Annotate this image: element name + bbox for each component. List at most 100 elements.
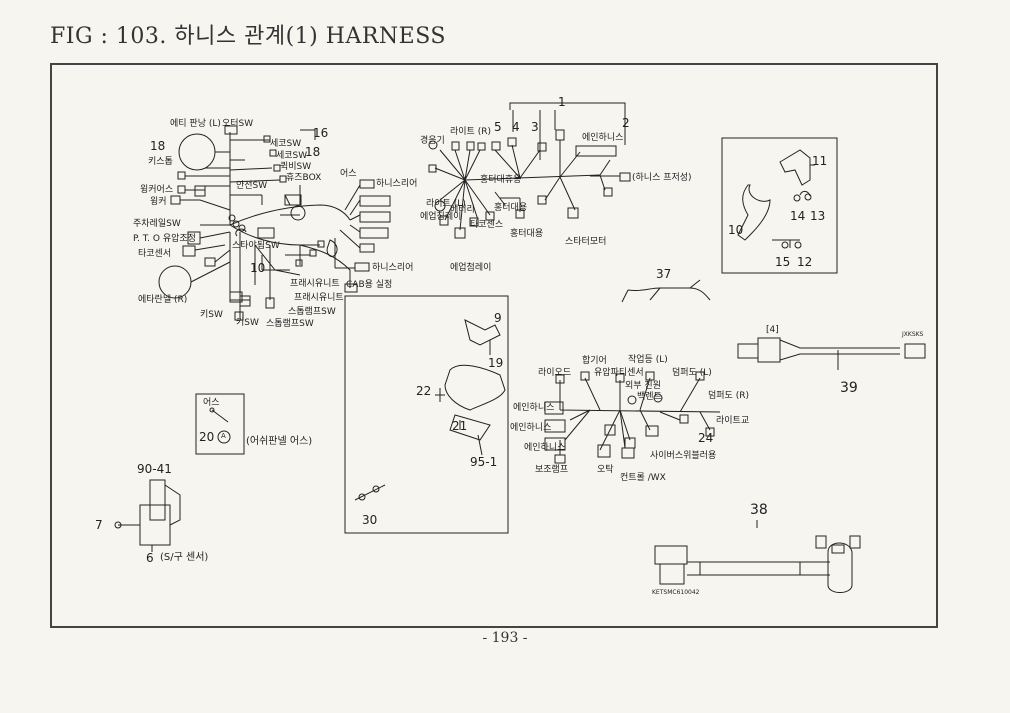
label-quick-sw: 퀵비SW: [280, 162, 312, 172]
label-starter-motor: 스타터모터: [565, 237, 607, 247]
label-harness-rear-2: 하니스리어: [372, 263, 414, 273]
callout-3: 3: [531, 120, 539, 134]
label-pto-hydraulic: P. T. O 유압조정: [133, 234, 196, 244]
callout-11: 11: [812, 154, 828, 168]
label-battery: 베터리: [450, 205, 475, 215]
callout-6: 6: [146, 551, 154, 565]
main-harness-wiring: [158, 125, 391, 321]
page-number: - 193 -: [482, 630, 528, 646]
ground-circle-letter: A: [221, 432, 226, 440]
callout-18b: 18: [305, 145, 321, 159]
callout-2: 2: [622, 116, 630, 130]
callout-10: 10: [250, 261, 266, 275]
callout-19: 19: [488, 356, 504, 370]
cable-39-tag-right: JXKSKS: [902, 331, 924, 338]
label-motor-use-3: 홍터대용: [510, 229, 544, 239]
label-harness-note: (하니스 프저성): [632, 173, 692, 183]
label-hydraulic-sensor: 유압파티센서: [594, 368, 644, 378]
ground-drawing: [209, 407, 231, 444]
callout-21: 21: [452, 419, 468, 433]
callout-10-bracket: 10: [728, 223, 744, 237]
label-meter-panel-left: 에티 판낭 (L): [170, 119, 221, 129]
callout-95-1: 95-1: [470, 455, 498, 469]
sensor-drawing: [114, 479, 181, 552]
page-title: FIG : 103. 하니스 관계(1) HARNESS: [50, 24, 446, 49]
diagram-frame: [50, 63, 938, 628]
callout-1: 1: [558, 95, 566, 109]
callout-18a: 18: [150, 139, 166, 153]
label-motor-use-2: 홍터대용: [494, 203, 528, 213]
label-sensor: (S/구 센서): [160, 552, 209, 563]
label-meter-panel-right: 에타란넬 (R): [138, 295, 188, 305]
label-safety-sw: 안전SW: [236, 181, 268, 191]
label-otak: 오탁: [597, 465, 614, 475]
label-flasher-unit-1: 프래시유니트: [290, 279, 340, 289]
callout-5: 5: [494, 120, 502, 134]
label-harness-rear-1: 하니스리어: [376, 179, 418, 189]
steering-inset-box: [344, 295, 509, 534]
label-key-sw-1: 키SW: [200, 310, 223, 320]
label-parking-sw: 주차레일SW: [133, 219, 181, 229]
callout-30: 30: [362, 513, 378, 527]
front-harness-wiring: [428, 102, 631, 239]
label-horn: 경음기: [420, 136, 445, 146]
label-aux-lamp: 보조램프: [535, 465, 569, 475]
label-light-right: 라이트 (R): [450, 127, 491, 137]
label-tacho-sense: 타코센스: [470, 220, 504, 230]
label-dash-panel-earth: (어쉬판넬 어스): [246, 436, 313, 447]
label-combiner: 합기어: [582, 356, 607, 366]
callout-15: 15: [775, 255, 791, 269]
bracket-inset-box: [721, 137, 838, 274]
label-main-harness-rear-2: 에인하니스: [510, 423, 552, 433]
label-main-harness: 에인하니스: [582, 133, 624, 143]
label-control-wx: 컨트롤 /WX: [620, 473, 666, 483]
callout-39: 39: [840, 380, 858, 396]
label-dumper-left: 덤퍼도 (L): [672, 368, 712, 378]
label-main-harness-rear-3: 에인하니스: [524, 443, 566, 453]
label-dumper-right: 덤퍼도 (R): [708, 391, 749, 401]
label-key-stop: 키스톱: [148, 157, 173, 167]
label-work-relay: 에업침레이: [420, 212, 462, 222]
cable-37: [621, 279, 711, 303]
label-diode: 라이오드: [538, 368, 572, 378]
label-seat-sw-1: 세코SW: [270, 139, 302, 149]
label-cab-setting: CAB용 실정: [346, 280, 393, 290]
label-starter-sw: 스타야됨SW: [232, 241, 280, 251]
label-work-lamp-left: 작업등 (L): [628, 355, 668, 365]
callout-24: 24: [698, 431, 714, 445]
callout-4: 4: [512, 120, 520, 134]
label-earth: 어스: [340, 169, 357, 179]
label-stop-lamp-sw-1: 스톱램프SW: [288, 307, 336, 317]
steering-drawing: [354, 319, 506, 501]
callout-12: 12: [797, 255, 813, 269]
label-switch-blower: 사이버스위블러용: [650, 451, 717, 461]
cable-39-tag-left: [4]: [766, 325, 779, 335]
rear-harness-wiring: [544, 371, 721, 464]
callout-22: 22: [416, 384, 432, 398]
label-ground-earth: 어스: [203, 398, 220, 408]
label-light-bridge: 라이트교: [716, 416, 750, 426]
label-external-power: 외부 진원: [625, 381, 661, 391]
label-tacho-sensor: 타코센서: [138, 249, 172, 259]
callout-16: 16: [313, 126, 329, 140]
cable-38-part-code: KETSMC610042: [652, 589, 700, 596]
callout-9: 9: [494, 311, 502, 325]
cable-38: [654, 520, 861, 593]
label-winker-earth: 윙커어스: [140, 185, 174, 195]
cable-39: [737, 337, 926, 370]
label-fuse-box: 휴즈BOX: [286, 173, 322, 183]
label-back-rent: 백렌트: [637, 392, 662, 402]
callout-90-41: 90-41: [137, 462, 172, 476]
label-flasher-unit-2: 프래시유니트: [294, 293, 344, 303]
label-work-relay-2: 에업첨레이: [450, 263, 492, 273]
label-seat-sw-2: 세코SW: [276, 151, 308, 161]
ground-inset-box: [195, 393, 245, 455]
label-stop-lamp-sw-2: 스톱램프SW: [266, 319, 314, 329]
label-horn-sw: 오터SW: [222, 119, 254, 129]
callout-20: 20: [199, 430, 215, 444]
callout-14: 14: [790, 209, 806, 223]
callout-38: 38: [750, 502, 768, 518]
label-motor-use-1: 홍터대휴용: [480, 175, 522, 185]
callout-13: 13: [810, 209, 826, 223]
